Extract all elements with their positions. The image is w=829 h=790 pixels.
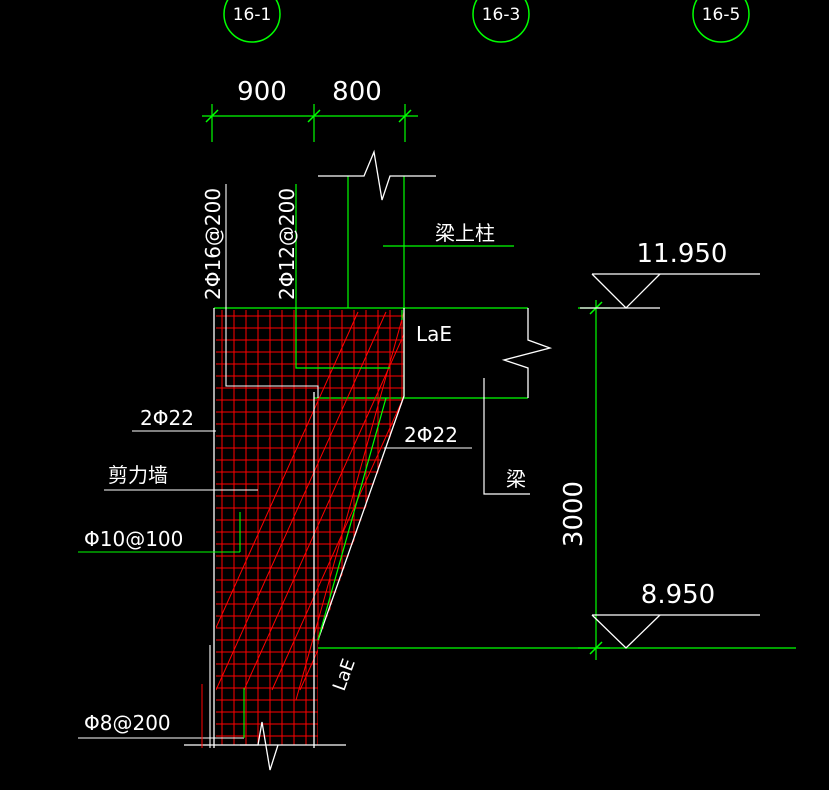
label-rebar-right: 2Φ22 [404,423,458,447]
rebar-diagonal [295,311,404,701]
elevation-11-950: 11.950 [637,239,728,269]
callout-stirrup-1: Φ10@100 [78,512,241,553]
label-lae-bottom: LaE [329,656,360,694]
callout-stirrup-2: Φ8@200 [78,684,245,748]
top-dimension: 900 800 [202,77,418,142]
rebar-diagonal [355,311,404,691]
wall-outline [184,184,796,771]
dimension-900: 900 [237,77,287,107]
label-column-on-beam: 梁上柱 [435,221,495,245]
rebar-diagonal [216,311,359,691]
rebar-diagonal [216,311,387,691]
elevation-upper: 11.950 [580,239,760,309]
axis-bubble-16-5: 16-5 [692,0,750,43]
label-vertical-rebar-1: 2Φ16@200 [201,188,225,300]
callout-rebar-left: 2Φ22 [132,406,216,432]
axis-bubble-16-1: 16-1 [223,0,281,43]
label-vertical-rebar-2: 2Φ12@200 [275,188,299,300]
column-on-beam: 梁上柱 [318,149,514,398]
axis-bubble-16-3: 16-3 [472,0,530,43]
label-stirrup-1: Φ10@100 [84,527,183,551]
rebar-diagonal [412,312,582,690]
callout-rebar-right: 2Φ22 [384,423,472,449]
axis-label-16-5: 16-5 [702,5,741,25]
label-shear-wall: 剪力墙 [108,463,168,487]
label-beam: 梁 [506,467,526,491]
beam-outline: 梁 [214,307,553,495]
rebar-diagonal [299,311,404,691]
label-stirrup-2: Φ8@200 [84,711,171,735]
rebar-diagonal [243,311,404,691]
dimension-800: 800 [332,77,382,107]
label-lae-top: LaE [416,322,452,346]
rebar-mesh [216,310,582,745]
elevation-8-950: 8.950 [641,580,715,610]
axis-label-16-3: 16-3 [482,5,521,25]
label-rebar-left: 2Φ22 [140,406,194,430]
height-dimension: 3000 [559,300,610,660]
callout-shear-wall: 剪力墙 [104,463,258,491]
axis-label-16-1: 16-1 [233,5,272,25]
dimension-3000: 3000 [559,481,589,547]
elevation-lower: 8.950 [591,580,760,649]
